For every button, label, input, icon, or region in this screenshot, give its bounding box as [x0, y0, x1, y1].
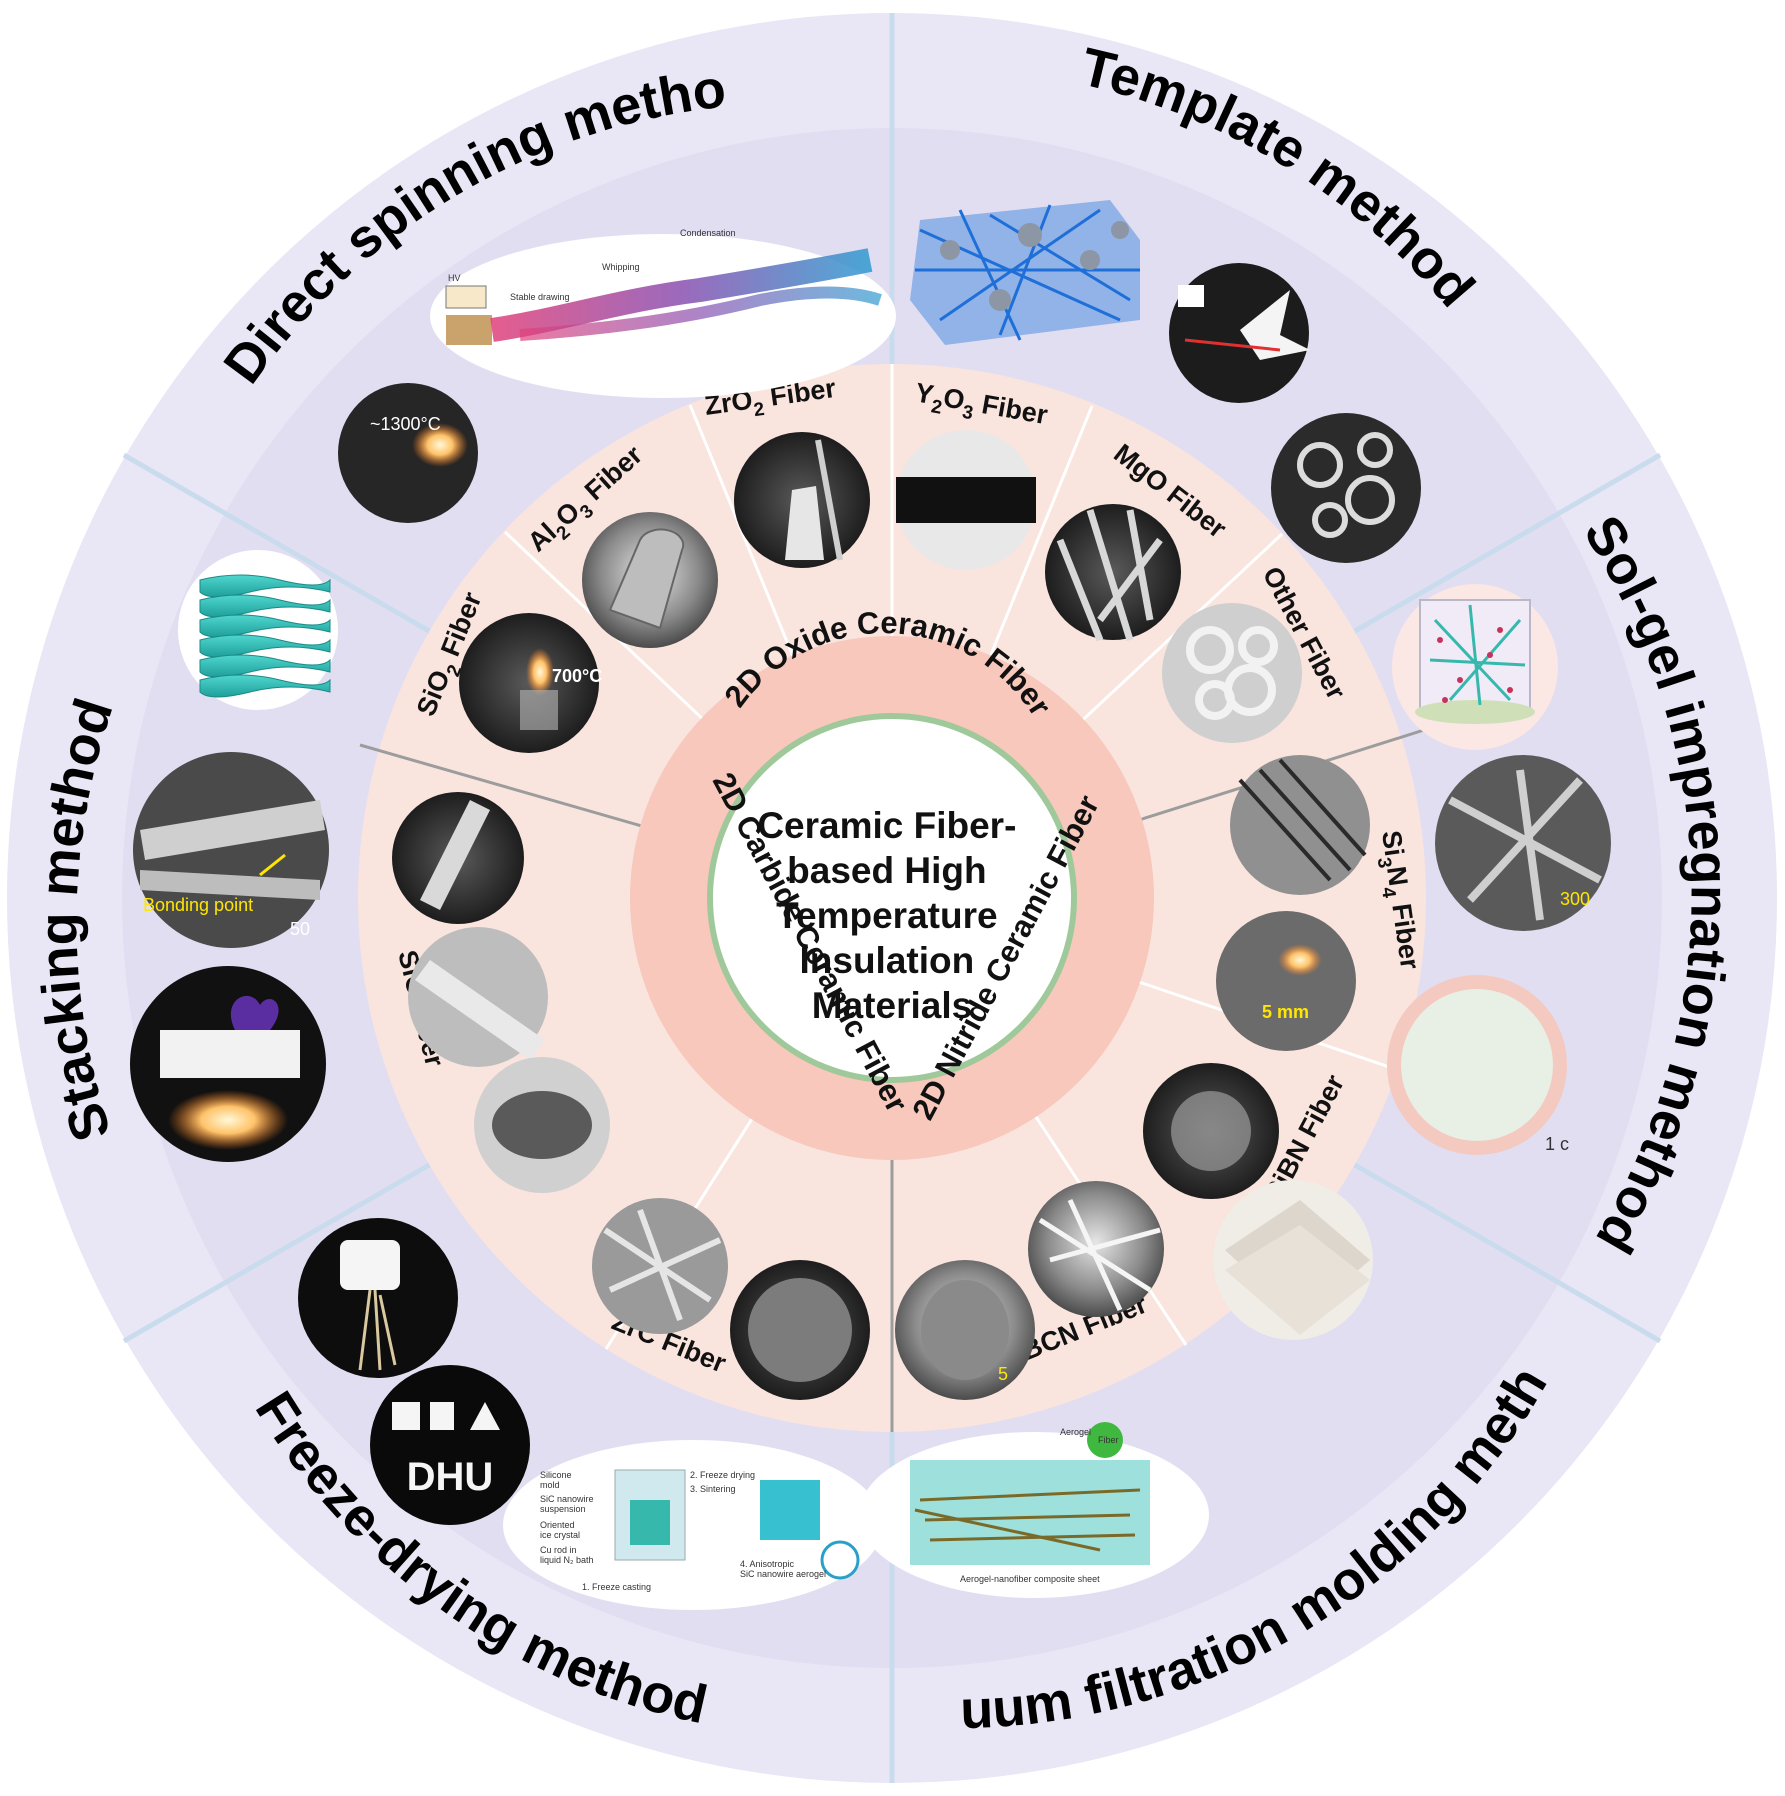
sibn-micrograph [1143, 1063, 1279, 1199]
sol-gel-disk-scale: 1 c [1545, 1134, 1569, 1154]
stacking-layer-model [178, 550, 338, 710]
template-3d-network [910, 200, 1140, 345]
freeze-drying-sponge-photo [298, 1218, 458, 1378]
sibcn-scale-annotation: 5 [998, 1364, 1008, 1384]
vacuum-paper-stack [1213, 1180, 1373, 1340]
sol-gel-beaker [1392, 584, 1558, 750]
other-fiber-micrograph [1162, 603, 1302, 743]
spinning-stable: Stable drawing [510, 292, 570, 302]
spinning-condensation: Condensation [680, 228, 736, 238]
freeze-drying-dhu-photo: DHU [370, 1365, 530, 1525]
freeze-s4a: 4. Anisotropic [740, 1559, 795, 1569]
zrc-micrograph-2 [730, 1260, 870, 1400]
sio2-temp-annotation: 700°C [552, 666, 602, 686]
stacking-flame-block-photo [130, 966, 326, 1162]
freeze-l5: Oriented [540, 1520, 575, 1530]
si3n4-micrograph-1 [1230, 755, 1370, 895]
spinning-temp-annotation: ~1300°C [370, 414, 441, 434]
mgo-micrograph [1045, 504, 1181, 642]
freeze-l1: Silicone [540, 1470, 572, 1480]
si3n4-flame-photo: 5 mm [1216, 911, 1356, 1051]
freeze-s3: 3. Sintering [690, 1484, 736, 1494]
center-line-5: Materials [812, 985, 972, 1026]
zrc-micrograph-1 [592, 1198, 728, 1334]
spinning-whipping: Whipping [602, 262, 640, 272]
sic-micrograph-2 [408, 927, 548, 1067]
direct-spinning-inset: HV Stable drawing Whipping Condensation [430, 228, 896, 398]
direct-spinning-flame-photo: ~1300°C [338, 383, 478, 523]
center-line-3: Temperature [776, 895, 997, 936]
freeze-l4: suspension [540, 1504, 586, 1514]
freeze-l2: mold [540, 1480, 560, 1490]
sol-gel-scale-annotation: 300 [1560, 889, 1590, 909]
freeze-l8: liquid N₂ bath [540, 1555, 594, 1565]
freeze-l3: SiC nanowire [540, 1494, 594, 1504]
freeze-s4b: SiC nanowire aerogel [740, 1569, 826, 1579]
freeze-s2: 2. Freeze drying [690, 1470, 755, 1480]
template-flower-photo [1169, 263, 1310, 403]
sol-gel-sem-photo: 300 [1435, 755, 1611, 931]
center-title: Ceramic Fiber- based High Temperature In… [757, 805, 1026, 1026]
center-line-2: based High [787, 850, 986, 891]
zro2-micrograph [734, 432, 870, 568]
sic-micrograph-1 [392, 792, 524, 924]
sio2-flame-photo: 700°C [459, 613, 602, 753]
template-sem-photo [1271, 413, 1421, 563]
stacking-bonding-photo: Bonding point 50 [133, 752, 329, 948]
vacuum-fiber: Fiber [1098, 1435, 1119, 1445]
sibcn-micrograph-2: 5 [895, 1260, 1035, 1400]
freeze-dhu-text: DHU [407, 1455, 494, 1499]
vacuum-sheet: Aerogel-nanofiber composite sheet [960, 1574, 1100, 1584]
freeze-l6: ice crystal [540, 1530, 580, 1540]
sibcn-micrograph-1 [1028, 1181, 1164, 1317]
stacking-bonding-annotation: Bonding point [143, 895, 253, 915]
si3n4-scale-annotation: 5 mm [1262, 1002, 1309, 1022]
center-line-1: Ceramic Fiber- [757, 805, 1016, 846]
fiber-label-y2o3: Y2O3 Fiber [912, 377, 1051, 437]
freeze-l7: Cu rod in [540, 1545, 577, 1555]
al2o3-micrograph [582, 512, 718, 648]
vacuum-filtration-inset: Aerogel Fiber Aerogel-nanofiber composit… [859, 1422, 1209, 1598]
center-circle [707, 713, 1077, 1083]
vacuum-aerogel: Aerogel [1060, 1427, 1091, 1437]
spinning-hv: HV [448, 273, 461, 283]
center-line-4: Insulation [799, 940, 974, 981]
y2o3-micrograph [896, 430, 1036, 570]
sic-micrograph-3 [474, 1057, 610, 1193]
stacking-scale-annotation: 50 [290, 919, 310, 939]
freeze-s1: 1. Freeze casting [582, 1582, 651, 1592]
freeze-drying-inset: Silicone mold SiC nanowire suspension Or… [503, 1440, 883, 1610]
sol-gel-disk-photo: 1 c [1387, 975, 1569, 1155]
